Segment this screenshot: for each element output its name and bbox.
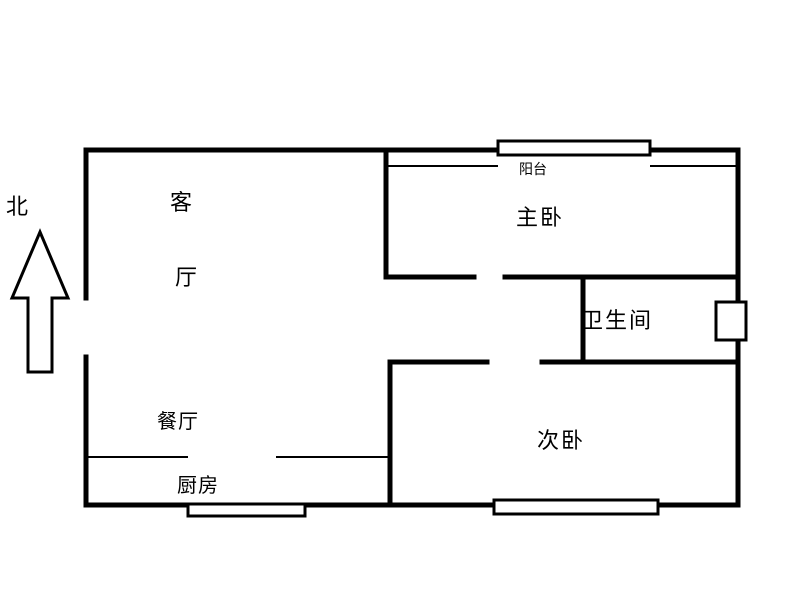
balcony-window [496,139,652,157]
bathroom-window [714,300,748,342]
balcony-label: 阳台 [519,162,547,178]
north-label: 北 [6,195,30,220]
second-bedroom-window [492,498,660,516]
interior-walls [88,147,741,508]
living-room-label-bottom: 厅 [175,266,199,291]
bathroom-label: 卫生间 [581,309,653,334]
second-bedroom-label: 次卧 [537,429,585,454]
north-arrow-icon [9,228,71,374]
living-room-label-top: 客 [170,191,194,216]
kitchen-label: 厨房 [177,473,219,497]
exterior-walls [83,147,741,508]
master-bedroom-label: 主卧 [516,206,564,231]
kitchen-window [186,502,307,518]
dining-room-label: 餐厅 [157,409,199,433]
